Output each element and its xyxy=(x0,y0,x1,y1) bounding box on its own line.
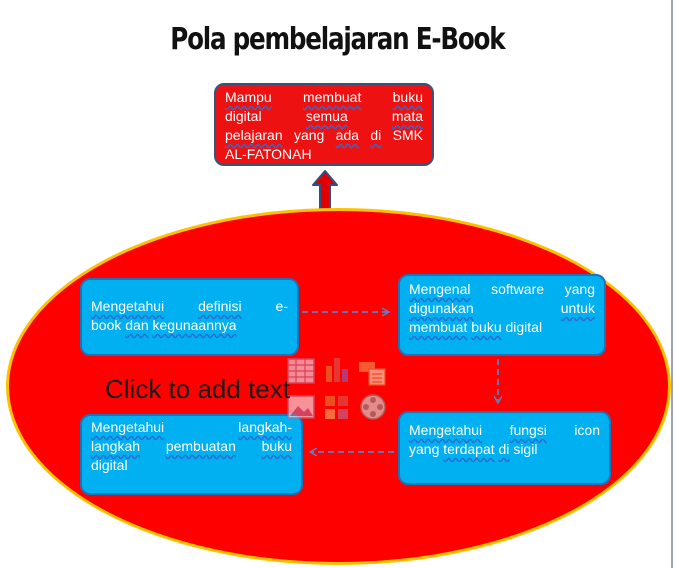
goal-word: Mampu xyxy=(225,89,272,105)
step-word: Mengetahui xyxy=(91,419,165,435)
step-word: buku xyxy=(261,438,292,454)
step-word: fungsi xyxy=(509,422,547,438)
step-line: digital xyxy=(91,457,128,473)
up-arrow-icon xyxy=(312,170,338,210)
step-line: yang terdapat di sigil xyxy=(409,440,600,459)
step-word: software xyxy=(491,281,545,297)
step-word: sigil xyxy=(513,441,538,457)
slide-title: Pola pembelajaran E-Book xyxy=(170,22,505,57)
picture-icon[interactable] xyxy=(286,392,316,422)
goal-word: yang xyxy=(293,127,325,143)
step-word: Mengetahui xyxy=(409,422,483,438)
goal-word: semua xyxy=(305,108,348,124)
bar-chart-icon[interactable] xyxy=(322,354,352,384)
goal-word: ada xyxy=(335,127,360,143)
slide-edge xyxy=(671,0,673,568)
goal-line-3: pelajaran yang ada di SMK xyxy=(225,126,423,145)
step-word: yang xyxy=(409,441,440,457)
goal-word: membuat xyxy=(302,89,362,105)
step-line: langkah pembuatan buku xyxy=(91,437,292,456)
step-word: pembuatan xyxy=(165,438,236,454)
media-clip-icon[interactable] xyxy=(358,392,388,422)
step-word: digunakan xyxy=(409,300,474,316)
goal-word: mata xyxy=(391,108,423,124)
step-software-box: Mengenal software yang digunakan untuk m… xyxy=(398,274,606,356)
goal-line-1: Mampu membuat buku xyxy=(225,88,423,107)
step-word: kegunaannya xyxy=(152,317,237,333)
step-word: definisi xyxy=(198,298,242,314)
step-langkah-box: Mengetahui langkah- langkah pembuatan bu… xyxy=(80,414,303,495)
step-line: digunakan untuk xyxy=(409,299,595,318)
step-line: Mengetahui fungsi icon xyxy=(409,421,600,440)
step-word: untuk xyxy=(560,300,595,316)
goal-line-2: digital semua mata xyxy=(225,107,423,126)
table-icon[interactable] xyxy=(286,356,316,386)
step-word: dan xyxy=(125,317,149,333)
step-line: Mengetahui definisi e- xyxy=(91,297,288,316)
step-word: membuat xyxy=(409,319,468,335)
goal-word: SMK xyxy=(392,127,423,143)
smartart-icon[interactable] xyxy=(358,358,388,388)
step-word: langkah- xyxy=(238,419,292,435)
step-word: terdapat xyxy=(443,441,495,457)
step-word: icon xyxy=(574,422,600,438)
step-word: yang xyxy=(564,281,595,297)
step-line: membuat buku digital xyxy=(409,318,595,337)
step-definisi-box: Mengetahui definisi e- book dan kegunaan… xyxy=(80,278,299,356)
step-line: Mengenal software yang xyxy=(409,280,595,299)
step-word: digital xyxy=(505,319,543,335)
goal-word: pelajaran xyxy=(225,127,283,143)
step-word: Mengetahui xyxy=(91,298,165,314)
step-word: langkah xyxy=(91,438,141,454)
step-word: buku xyxy=(471,319,502,335)
goal-box: Mampu membuat buku digital semua mata pe… xyxy=(214,83,434,166)
goal-word: di xyxy=(370,127,382,143)
learning-ellipse[interactable] xyxy=(6,208,671,565)
step-word: book xyxy=(91,317,122,333)
clip-art-icon[interactable] xyxy=(322,392,352,422)
text-placeholder[interactable]: Click to add text xyxy=(105,374,290,404)
step-line: book dan kegunaannya xyxy=(91,316,288,335)
step-word: e- xyxy=(275,298,288,314)
goal-line-4: AL-FATONAH xyxy=(225,146,312,162)
goal-word: digital xyxy=(225,108,262,124)
step-fungsi-box: Mengetahui fungsi icon yang terdapat di … xyxy=(398,411,611,485)
step-word: Mengenal xyxy=(409,281,471,297)
goal-word: buku xyxy=(392,89,423,105)
content-placeholder-icons xyxy=(284,354,390,424)
step-word: di xyxy=(498,441,510,457)
step-line: Mengetahui langkah- xyxy=(91,418,292,437)
